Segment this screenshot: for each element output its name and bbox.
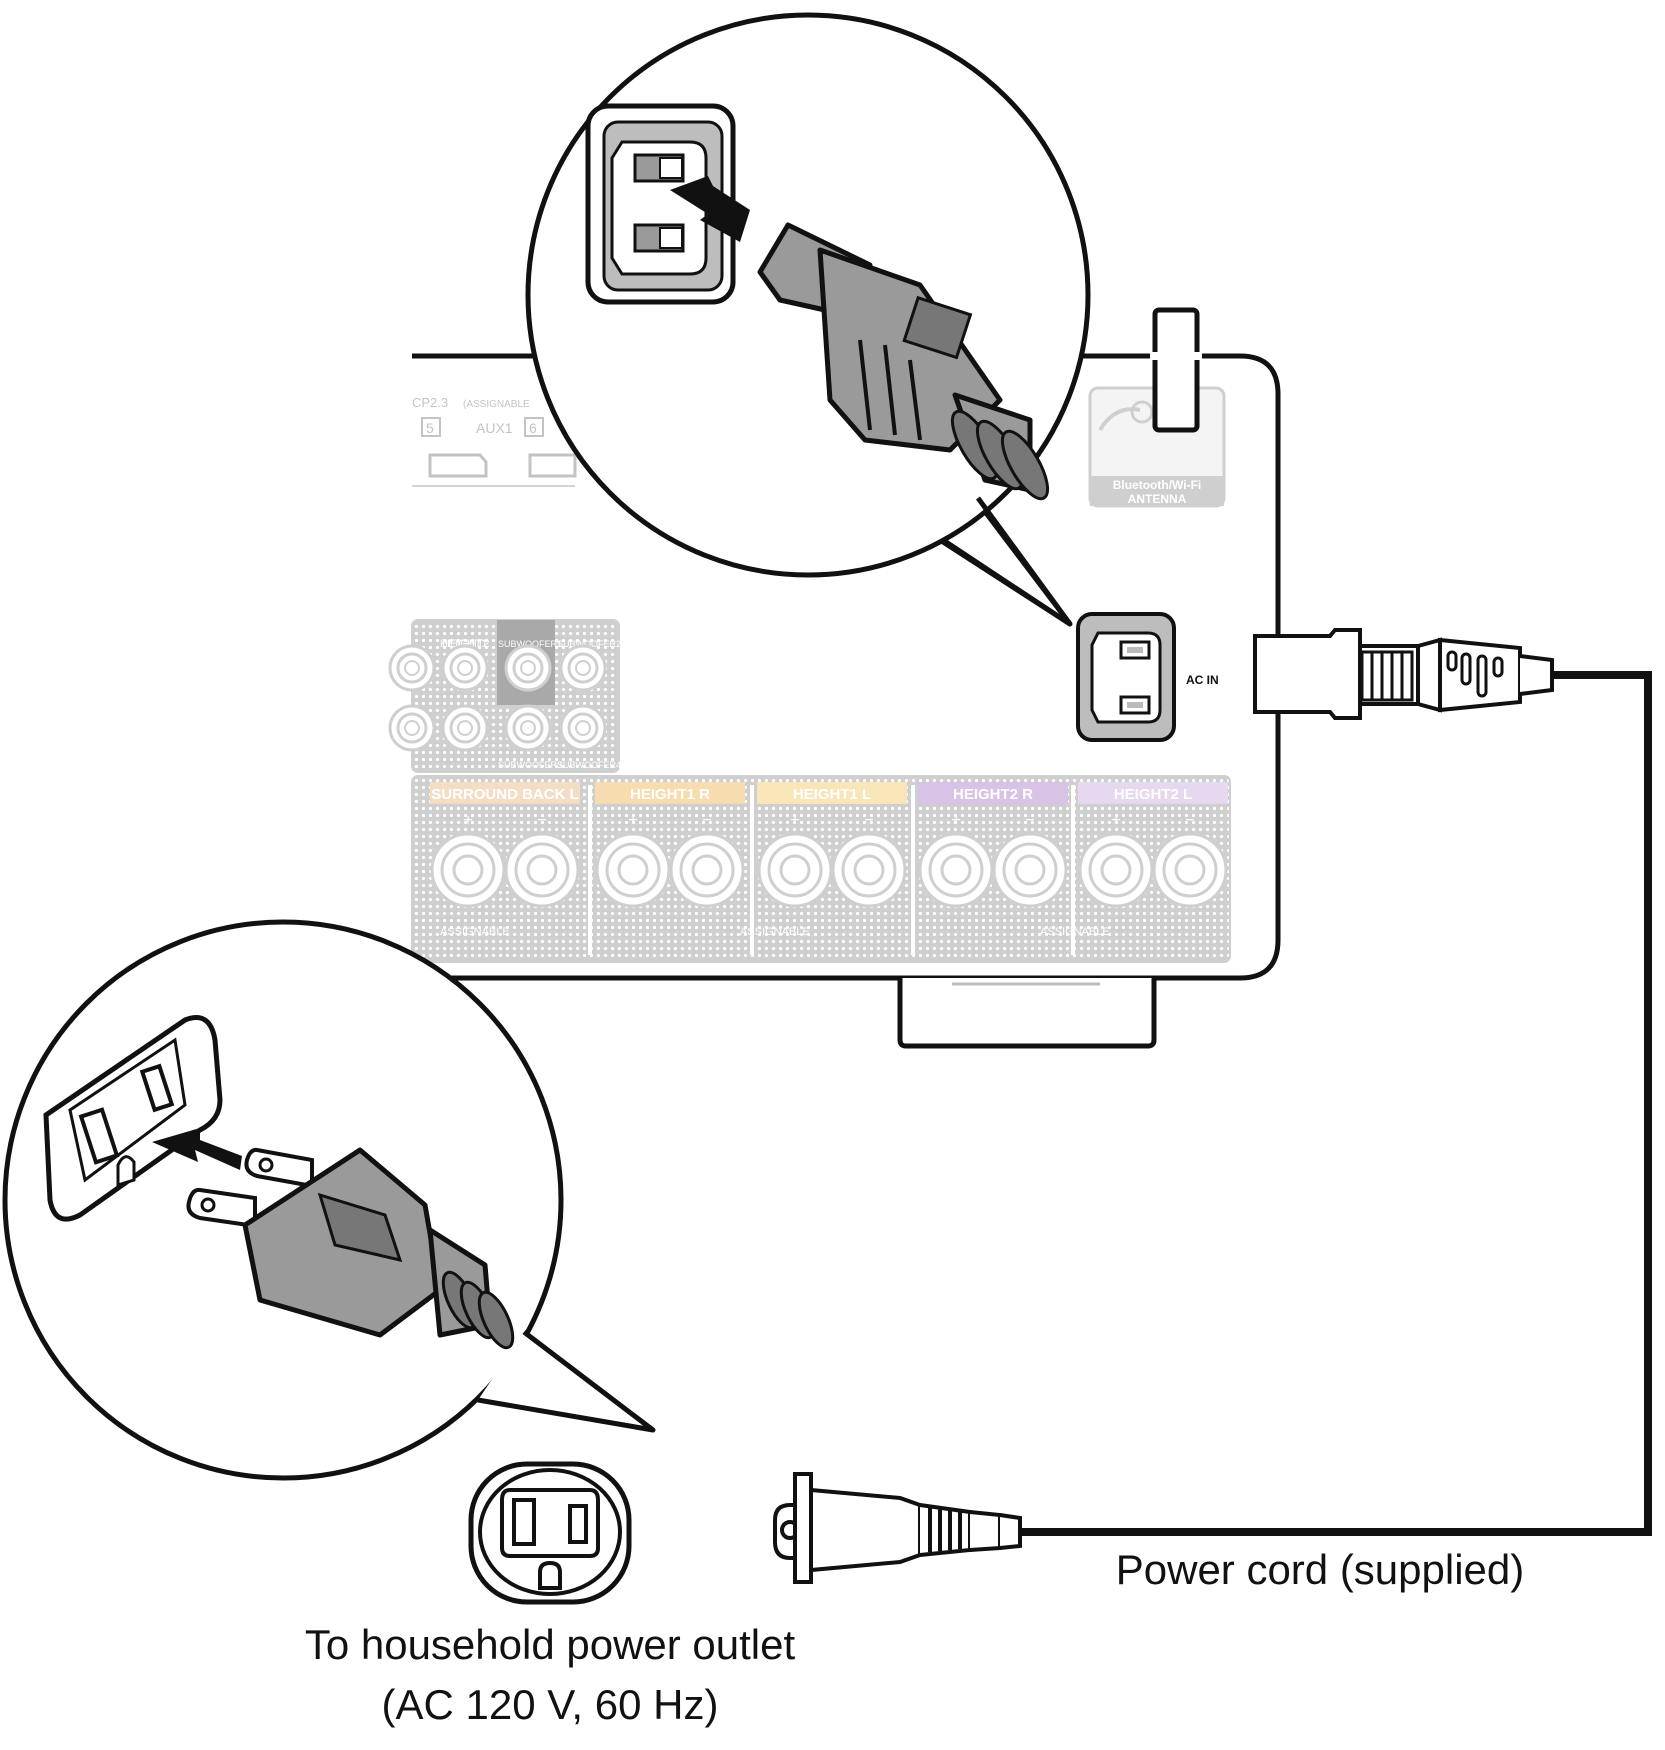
sub-label-sw4: SUBWOOFER4 <box>557 760 621 770</box>
ac-in-label: AC IN <box>1186 673 1219 687</box>
rca-jack <box>504 704 552 752</box>
plus-sign: + <box>790 812 799 829</box>
sub-label-sw3: SUBWOOFER3 <box>498 760 562 770</box>
subwoofer-block: HEIGHT1 HEIGHT2 SUBWOOFER1 SUBWOOFER2 SU… <box>388 619 621 773</box>
speaker-group-label: SURROUND BACK L <box>431 786 579 803</box>
sub-label-sw2: SUBWOOFER2 <box>557 639 621 649</box>
plus-sign: + <box>951 812 960 829</box>
rca-jack <box>388 644 436 692</box>
speaker-terminal-pair: HEIGHT2 R + − <box>911 782 1068 955</box>
minus-sign: − <box>1025 812 1034 829</box>
minus-sign: − <box>702 812 711 829</box>
hdmi-5-label: 5 <box>426 420 434 436</box>
sub-label-height2: HEIGHT2 <box>442 638 490 650</box>
assignable-label: ASSIGNABLE <box>440 926 510 938</box>
speaker-terminal-pair: SURROUND BACK L + − <box>430 782 580 908</box>
assignable-label: ASSIGNABLE <box>740 926 810 938</box>
hdmi-area: CP2.3 (ASSIGNABLE 5 AUX1 6 <box>412 395 577 487</box>
plus-sign: + <box>463 812 472 829</box>
zoom-outlet-plate <box>43 1015 223 1222</box>
outlet-caption-line1: To household power outlet <box>304 1621 796 1668</box>
rca-jack <box>559 644 607 692</box>
aux1-label: AUX1 <box>476 420 513 436</box>
rca-jack <box>559 704 607 752</box>
zoom-callout-outlet <box>2 919 656 1481</box>
wall-outlet[interactable] <box>468 1461 632 1605</box>
hdmi-label: CP2.3 <box>412 395 448 410</box>
sub-label-sw1: SUBWOOFER1 <box>498 639 562 649</box>
assignable-label: (ASSIGNABLE <box>463 399 530 410</box>
speaker-group-label: HEIGHT1 L <box>793 786 871 803</box>
power-cord <box>773 628 1652 1584</box>
speaker-group-label: HEIGHT2 L <box>1114 786 1192 803</box>
minus-sign: − <box>537 812 546 829</box>
bluetooth-wifi-antenna: Bluetooth/Wi-Fi ANTENNA <box>1088 307 1226 508</box>
rca-jack <box>441 704 489 752</box>
minus-sign: − <box>1185 812 1194 829</box>
hdmi-6-label: 6 <box>529 420 537 436</box>
antenna-label-line1: Bluetooth/Wi-Fi <box>1113 478 1202 492</box>
sub-label-height1: HEIGHT1 <box>440 638 488 650</box>
speaker-terminal-pair: HEIGHT2 L + − <box>1071 782 1228 955</box>
assignable-label: ASSIGNABLE <box>1040 926 1110 938</box>
outlet-caption-line2: (AC 120 V, 60 Hz) <box>381 1681 719 1728</box>
zoom-ac-inlet-socket <box>585 103 736 305</box>
speaker-group-label: HEIGHT2 R <box>953 786 1033 803</box>
rca-jack <box>504 644 552 692</box>
power-cord-caption: Power cord (supplied) <box>1115 1546 1525 1593</box>
speaker-terminal-strip: SURROUND BACK L+−HEIGHT1 R+−HEIGHT1 L+−H… <box>411 775 1231 963</box>
zoom-outlet-arrow-icon <box>152 1128 242 1170</box>
minus-sign: − <box>864 812 873 829</box>
zoom-callout-ac-inlet <box>525 12 1091 627</box>
plus-sign: + <box>628 812 637 829</box>
outlet-caption: To household power outlet (AC 120 V, 60 … <box>240 1615 860 1735</box>
plus-sign: + <box>1111 812 1120 829</box>
zoom-iec-connector <box>757 222 1050 501</box>
speaker-terminal-pair: HEIGHT1 L + − <box>750 782 907 955</box>
speaker-terminal-pair: HEIGHT1 R + − <box>588 782 745 955</box>
zoom-nema-plug <box>186 1147 515 1350</box>
antenna-label-line2: ANTENNA <box>1128 492 1187 506</box>
zoom-insert-arrow-icon <box>670 176 750 242</box>
ac-inlet[interactable] <box>1076 612 1176 742</box>
speaker-group-label: HEIGHT1 R <box>630 786 710 803</box>
rca-jack <box>388 704 436 752</box>
rca-jack <box>441 644 489 692</box>
